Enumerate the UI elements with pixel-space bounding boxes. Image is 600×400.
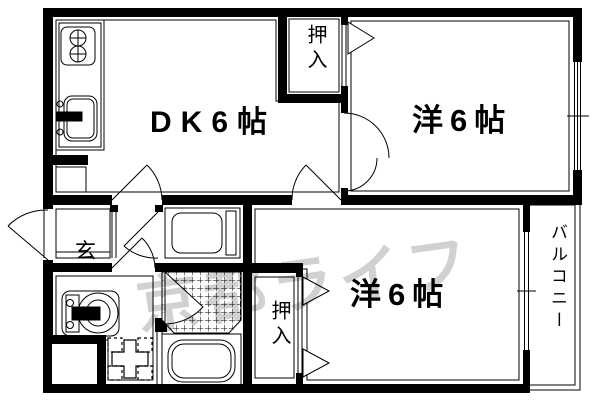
closet-bottom-label: 押入	[268, 300, 290, 350]
window-top-right	[567, 62, 589, 170]
room-label-western-top: 洋6帖	[412, 103, 513, 138]
room-label-western-bottom: 洋6帖	[350, 277, 451, 312]
folding-door-icons	[302, 21, 375, 378]
balcony-label: バルコニー	[548, 223, 567, 333]
stove-icon	[60, 26, 96, 66]
toilet-icon	[61, 290, 120, 337]
toilet-door	[111, 237, 156, 269]
doors	[7, 112, 390, 269]
dining-table-icon	[107, 337, 153, 381]
sink-icon	[55, 95, 98, 142]
room-label-dk: DK6帖	[150, 106, 277, 139]
entrance-door	[7, 209, 49, 261]
balcony-outline	[530, 199, 581, 391]
hall-door	[291, 164, 342, 201]
washing-machine-icon	[171, 210, 237, 256]
washroom-door	[123, 211, 159, 259]
bathtub-icon	[161, 333, 242, 387]
window-balcony	[517, 232, 536, 350]
western-room-top-door	[343, 112, 390, 192]
dk-door	[111, 164, 163, 201]
entrance-label: 玄	[75, 240, 96, 263]
closet-top-label: 押入	[304, 24, 326, 74]
kitchen-counter	[55, 19, 105, 151]
bathroom-door	[164, 270, 204, 325]
